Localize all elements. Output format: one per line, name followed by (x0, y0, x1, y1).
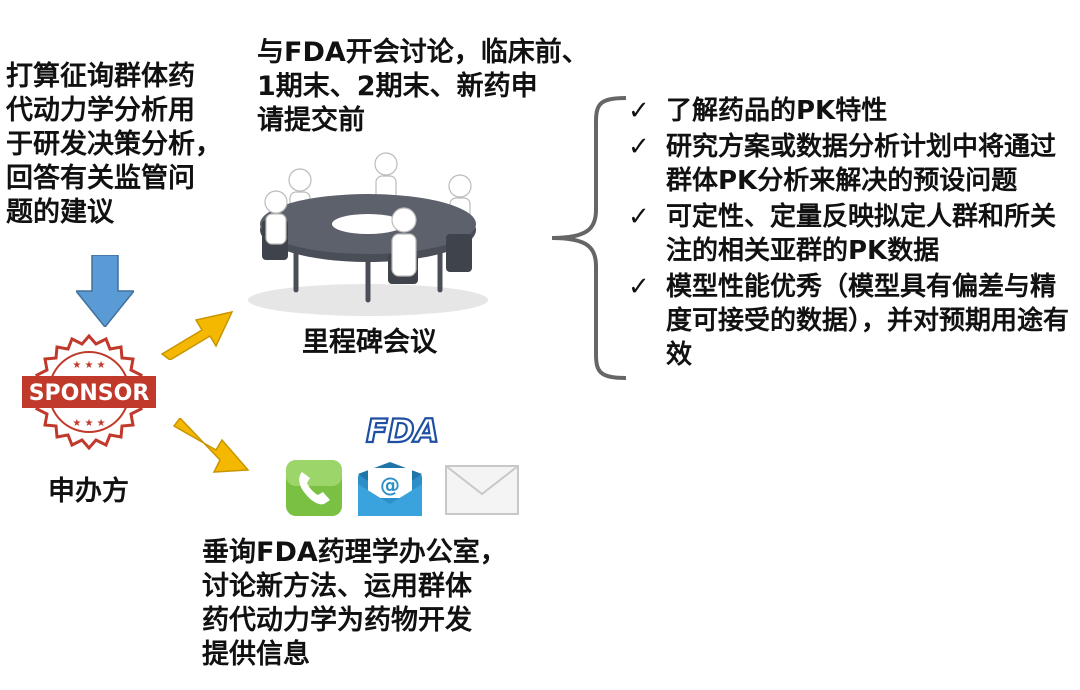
meeting-table-icon (248, 152, 488, 316)
check-icon: ✓ (628, 132, 650, 162)
email-icon: @ (358, 462, 422, 516)
sponsor-intent-text: 打算征询群体药 代动力学分析用 于研发决策分析， 回答有关监管问 题的建议 (6, 61, 222, 228)
list-item: ✓模型性能优秀（模型具有偏差与精度可接受的数据），并对预期用途有效 (628, 272, 1070, 370)
sponsor-label: 申办方 (48, 476, 129, 507)
checklist: ✓了解药品的PK特性 ✓研究方案或数据分析计划中将通过群体PK分析来解决的预设问… (628, 94, 1076, 374)
brace-icon (551, 96, 627, 380)
list-item: ✓可定性、定量反映拟定人群和所关注的相关亚群的PK数据 (628, 202, 1057, 266)
svg-text:@: @ (380, 473, 400, 497)
check-icon: ✓ (628, 96, 650, 126)
fda-logo-text: FDA (366, 412, 439, 448)
down-arrow-icon (76, 255, 134, 327)
right-arrow-icon (172, 418, 250, 473)
fda-logo-icon: FDA (365, 411, 440, 448)
right-arrow-icon (160, 310, 234, 360)
check-icon: ✓ (628, 202, 650, 232)
svg-text:★ ★ ★: ★ ★ ★ (72, 360, 105, 371)
phone-icon (286, 460, 342, 516)
list-item: ✓研究方案或数据分析计划中将通过群体PK分析来解决的预设问题 (628, 132, 1057, 196)
check-icon: ✓ (628, 272, 650, 302)
milestone-meeting-label: 里程碑会议 (302, 327, 437, 358)
fda-inquiry-text: 垂询FDA药理学办公室， 讨论新方法、运用群体 药代动力学为药物开发 提供信息 (202, 537, 507, 670)
sponsor-stamp-icon: SPONSOR ★ ★ ★ ★ ★ ★ (22, 333, 156, 450)
stamp-text: SPONSOR (29, 381, 150, 406)
envelope-icon (445, 465, 519, 515)
fda-meeting-text: 与FDA开会讨论，临床前、 1期末、2期末、新药申 请提交前 (257, 37, 589, 136)
svg-text:★ ★ ★: ★ ★ ★ (72, 418, 105, 429)
list-item: ✓了解药品的PK特性 (628, 96, 888, 126)
